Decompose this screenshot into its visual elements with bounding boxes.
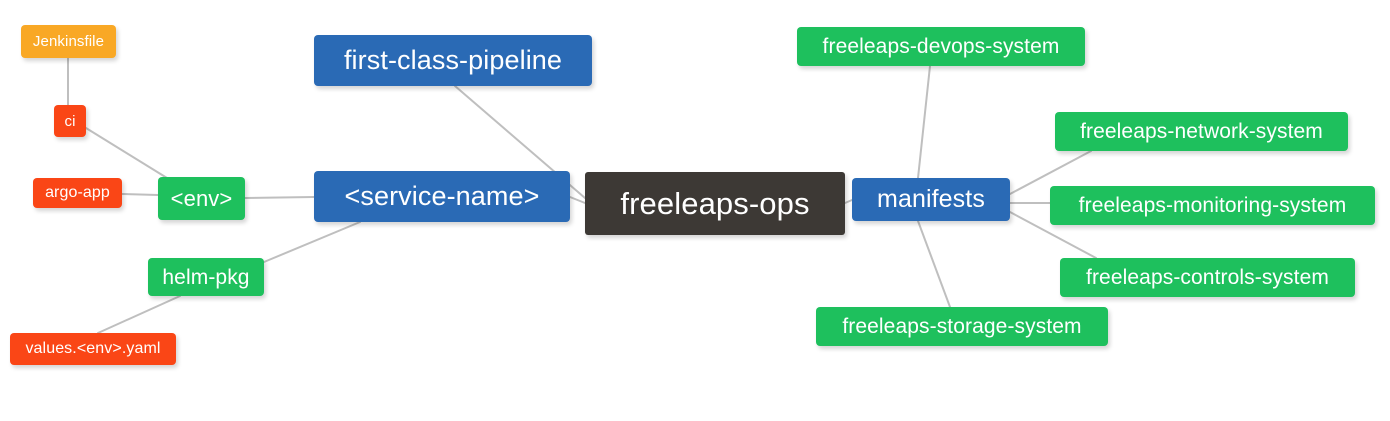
edge-root-to-manifests	[844, 199, 853, 204]
mindmap-node-first-class-pipeline[interactable]: first-class-pipeline	[314, 35, 592, 86]
mindmap-node-jenkinsfile[interactable]: Jenkinsfile	[21, 25, 116, 58]
mindmap-node-freeleaps-network-system[interactable]: freeleaps-network-system	[1055, 112, 1348, 151]
mindmap-node-values-env-yaml[interactable]: values.<env>.yaml	[10, 333, 176, 365]
mindmap-node-freeleaps-monitoring-system[interactable]: freeleaps-monitoring-system	[1050, 186, 1375, 225]
edge-helm-pkg-to-values-env-yaml	[97, 295, 181, 334]
mindmap-node-root[interactable]: freeleaps-ops	[585, 172, 845, 235]
edge-manifests-to-freeleaps-storage-system	[917, 220, 951, 308]
edge-manifests-to-freeleaps-devops-system	[917, 65, 931, 179]
edge-service-name-to-env	[244, 196, 315, 199]
edge-service-name-to-helm-pkg	[263, 221, 361, 263]
mindmap-node-freeleaps-controls-system[interactable]: freeleaps-controls-system	[1060, 258, 1355, 297]
mindmap-node-argo-app[interactable]: argo-app	[33, 178, 122, 208]
edge-env-to-argo-app	[121, 193, 159, 196]
mindmap-node-service-name[interactable]: <service-name>	[314, 171, 570, 222]
mindmap-node-env[interactable]: <env>	[158, 177, 245, 220]
mindmap-node-freeleaps-devops-system[interactable]: freeleaps-devops-system	[797, 27, 1085, 66]
edge-root-to-service-name	[569, 196, 586, 204]
mindmap-node-ci[interactable]: ci	[54, 105, 86, 137]
mindmap-node-manifests[interactable]: manifests	[852, 178, 1010, 221]
mindmap-node-freeleaps-storage-system[interactable]: freeleaps-storage-system	[816, 307, 1108, 346]
mindmap-node-helm-pkg[interactable]: helm-pkg	[148, 258, 264, 296]
